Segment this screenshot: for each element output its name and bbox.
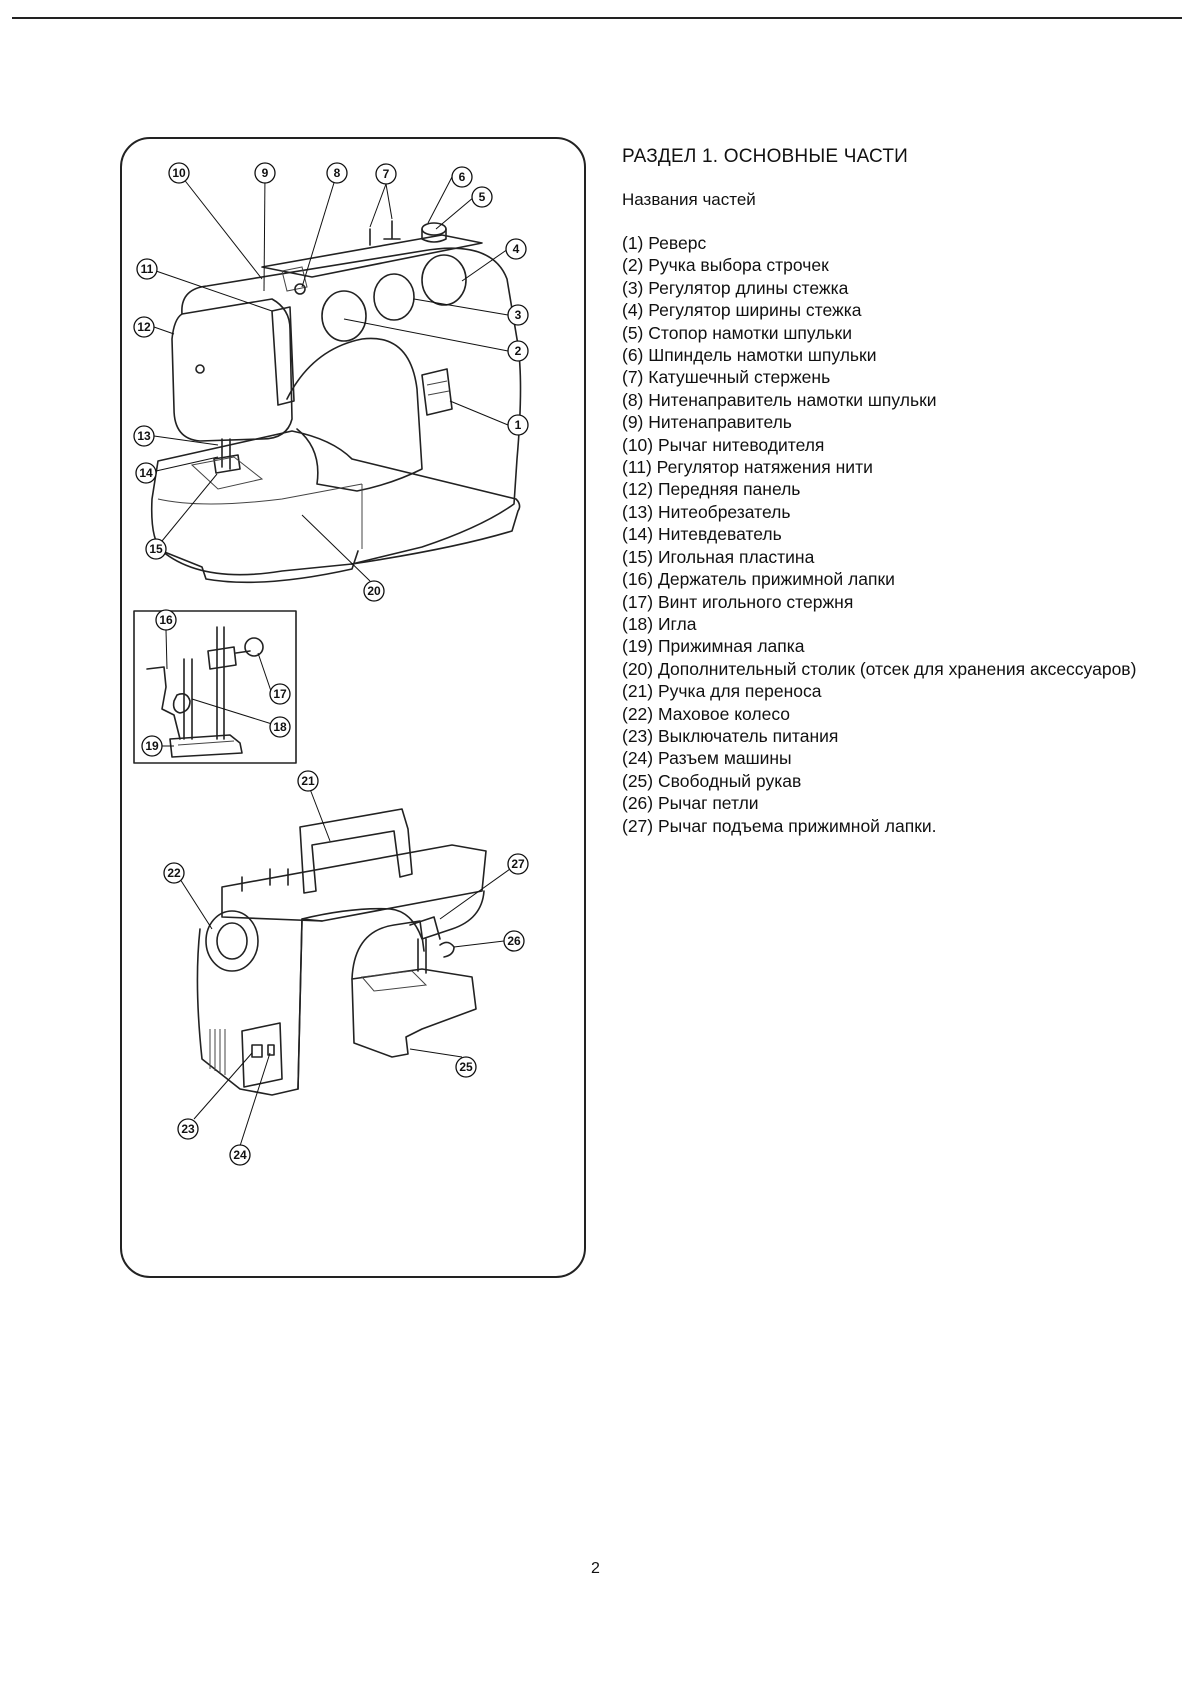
callout-8: 8 (326, 162, 348, 184)
callout-24: 24 (229, 1144, 251, 1166)
callout-11: 11 (136, 258, 158, 280)
parts-text-column: РАЗДЕЛ 1. ОСНОВНЫЕ ЧАСТИ Названия частей… (622, 146, 1162, 837)
callout-7: 7 (375, 163, 397, 185)
parts-list-item: (25) Свободный рукав (622, 770, 802, 791)
svg-text:12: 12 (137, 320, 151, 334)
callout-6: 6 (451, 166, 473, 188)
callout-15: 15 (145, 538, 167, 560)
svg-text:13: 13 (137, 429, 151, 443)
parts-list-item: (23) Выключатель питания (622, 725, 839, 746)
svg-text:22: 22 (167, 866, 181, 880)
section-subtitle: Названия частей (622, 190, 756, 209)
parts-list-item: (6) Шпиндель намотки шпульки (622, 345, 877, 366)
parts-list-item: (4) Регулятор ширины стежка (622, 300, 862, 321)
svg-text:3: 3 (515, 308, 522, 322)
parts-list-item: (18) Игла (622, 613, 697, 634)
parts-list-item: (17) Винт игольного стержня (622, 591, 854, 612)
callout-3: 3 (507, 304, 529, 326)
machine-rear-view (196, 808, 487, 1096)
machine-front-view (150, 220, 522, 584)
leader-lines (153, 172, 511, 1147)
svg-text:25: 25 (459, 1060, 473, 1074)
svg-text:6: 6 (459, 170, 466, 184)
page-number: 2 (591, 1560, 600, 1577)
parts-list-item: (15) Игольная пластина (622, 546, 815, 567)
parts-list-item: (19) Прижимная лапка (622, 636, 805, 657)
svg-text:18: 18 (273, 720, 287, 734)
svg-text:8: 8 (334, 166, 341, 180)
svg-text:2: 2 (515, 344, 522, 358)
svg-text:11: 11 (141, 262, 154, 276)
parts-figure: 10 9 8 7 6 5 4 11 12 3 2 1 13 14 15 20 1… (120, 137, 586, 1278)
section-title: РАЗДЕЛ 1. ОСНОВНЫЕ ЧАСТИ (622, 146, 908, 167)
callout-9: 9 (254, 162, 276, 184)
parts-list-item: (12) Передняя панель (622, 479, 801, 500)
parts-list-item: (22) Маховое колесо (622, 703, 791, 724)
parts-list-item: (11) Регулятор натяжения нити (622, 457, 873, 478)
callout-26: 26 (503, 930, 525, 952)
parts-list-item: (24) Разъем машины (622, 748, 792, 769)
callout-4: 4 (505, 238, 527, 260)
callout-22: 22 (163, 862, 185, 884)
parts-list: (1) Реверс (2) Ручка выбора строчек (3) … (622, 232, 1162, 837)
parts-list-item: (9) Нитенаправитель (622, 412, 792, 433)
parts-list-item: (21) Ручка для переноса (622, 681, 822, 702)
svg-text:23: 23 (181, 1122, 195, 1136)
svg-text:5: 5 (479, 190, 486, 204)
callout-18: 18 (269, 716, 291, 738)
callout-14: 14 (135, 462, 157, 484)
parts-list-item: (5) Стопор намотки шпульки (622, 322, 852, 343)
needle-foot-inset (133, 610, 297, 764)
callout-12: 12 (133, 316, 155, 338)
svg-text:16: 16 (159, 613, 173, 627)
callout-19: 19 (141, 735, 163, 757)
callout-25: 25 (455, 1056, 477, 1078)
callout-13: 13 (133, 425, 155, 447)
parts-list-item: (1) Реверс (622, 233, 707, 253)
callout-5: 5 (471, 186, 493, 208)
callout-23: 23 (177, 1118, 199, 1140)
parts-list-item: (16) Держатель прижимной лапки (622, 569, 895, 590)
callout-10: 10 (168, 162, 190, 184)
parts-list-item: (8) Нитенаправитель намотки шпульки (622, 389, 937, 410)
svg-text:10: 10 (172, 166, 186, 180)
svg-text:27: 27 (511, 857, 525, 871)
callout-27: 27 (507, 853, 529, 875)
parts-list-item: (14) Нитевдеватель (622, 524, 782, 545)
parts-list-item: (7) Катушечный стержень (622, 367, 831, 388)
svg-text:14: 14 (139, 466, 153, 480)
callout-21: 21 (297, 770, 319, 792)
svg-text:7: 7 (383, 167, 390, 181)
svg-text:15: 15 (149, 542, 163, 556)
parts-list-item: (10) Рычаг нитеводителя (622, 434, 825, 455)
svg-text:24: 24 (233, 1148, 247, 1162)
parts-list-item: (13) Нитеобрезатель (622, 501, 791, 522)
callout-20: 20 (363, 580, 385, 602)
svg-text:1: 1 (515, 418, 522, 432)
callout-16: 16 (155, 609, 177, 631)
top-rule (12, 17, 1182, 19)
svg-text:17: 17 (273, 687, 287, 701)
svg-text:26: 26 (507, 934, 521, 948)
parts-list-item: (3) Регулятор длины стежка (622, 277, 849, 298)
parts-list-item: (20) Дополнительный столик (отсек для хр… (622, 658, 1137, 679)
parts-list-item: (26) Рычаг петли (622, 793, 759, 814)
svg-text:21: 21 (301, 774, 315, 788)
callout-1: 1 (507, 414, 529, 436)
svg-text:9: 9 (262, 166, 269, 180)
svg-text:19: 19 (145, 739, 159, 753)
callout-17: 17 (269, 683, 291, 705)
machine-illustration: 10 9 8 7 6 5 4 11 12 3 2 1 13 14 15 20 1… (133, 162, 529, 1166)
svg-text:20: 20 (367, 584, 381, 598)
svg-text:4: 4 (513, 242, 520, 256)
parts-list-item: (2) Ручка выбора строчек (622, 255, 829, 276)
callout-2: 2 (507, 340, 529, 362)
parts-list-item: (27) Рычаг подъема прижимной лапки. (622, 815, 937, 836)
